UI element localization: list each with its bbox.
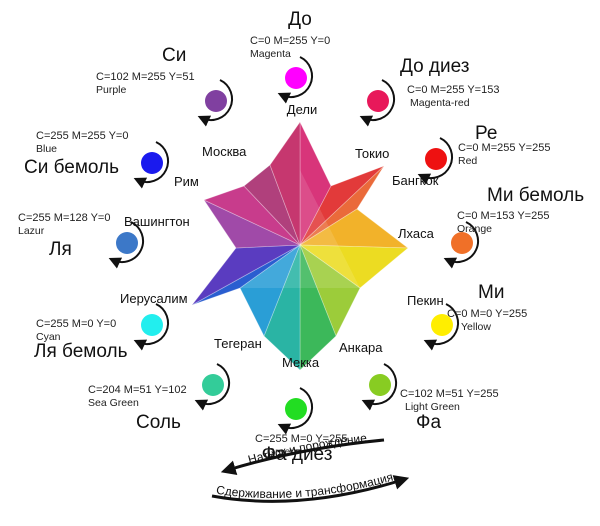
cmy-code: C=255 M=128 Y=0: [18, 212, 110, 224]
city-tegeran: Тегеран: [214, 336, 262, 351]
color-name: Purple: [96, 84, 127, 96]
color-name: Lazur: [18, 225, 45, 237]
city-moskva: Москва: [202, 144, 247, 159]
cmy-code: C=0 M=255 Y=153: [407, 84, 499, 96]
city-pekin: Пекин: [407, 293, 444, 308]
note-label: Фа: [416, 412, 441, 433]
swirl-arrow-icon: [277, 387, 313, 435]
note-label: До диез: [400, 56, 470, 77]
cmy-code: C=102 M=255 Y=51: [96, 71, 195, 83]
color-circle: [116, 232, 138, 254]
color-circle: [141, 152, 163, 174]
city-vashington: Вашингтон: [124, 214, 190, 229]
swirl-arrow-icon: [277, 56, 313, 104]
cmy-code: C=255 M=0 Y=0: [36, 318, 116, 330]
note-label: Ре: [475, 123, 497, 144]
city-mekka: Мекка: [282, 355, 320, 370]
color-circle: [369, 374, 391, 396]
cmy-code: C=255 M=0 Y=255: [255, 433, 347, 445]
color-name: Yellow: [461, 321, 491, 333]
city-bangkok: Бангкок: [392, 173, 439, 188]
color-name: Red: [458, 155, 477, 167]
star-wedge: [269, 120, 301, 246]
note-label: Ля: [49, 239, 72, 260]
color-circle: [202, 374, 224, 396]
note-label: Соль: [136, 412, 181, 433]
color-circle: [141, 314, 163, 336]
note-label: До: [288, 9, 312, 30]
swirl-arrow-icon: [197, 79, 233, 127]
city-lhasa: Лхаса: [398, 226, 435, 241]
swirl-arrow-icon: [133, 141, 169, 189]
color-name: Orange: [457, 223, 492, 235]
note-label: Си: [162, 45, 186, 66]
cmy-code: C=255 M=255 Y=0: [36, 130, 128, 142]
color-circle: [367, 90, 389, 112]
swirl-arrow-icon: [359, 79, 395, 127]
color-circle: [205, 90, 227, 112]
swirl-arrow-icon: [417, 137, 453, 185]
lower-arrow: [211, 475, 410, 503]
swirl-arrow-icon: [443, 221, 479, 269]
color-circle: [425, 148, 447, 170]
color-circle: [431, 314, 453, 336]
note-label: Ля бемоль: [34, 341, 128, 362]
central-star: [191, 120, 410, 371]
swirl-arrow-icon: [423, 303, 459, 351]
note-label: Си бемоль: [24, 157, 119, 178]
note-label: Ми бемоль: [487, 185, 584, 206]
cmy-code: C=0 M=153 Y=255: [457, 210, 549, 222]
bottom-arrows: Натиск и порождение Сдерживание и трансф…: [211, 431, 410, 503]
color-name: Sea Green: [88, 397, 139, 409]
note-label: Ми: [478, 282, 504, 303]
color-name: Magenta: [250, 48, 291, 60]
lower-arrow-label: Сдерживание и трансформация: [215, 470, 394, 501]
cmy-code: C=0 M=0 Y=255: [447, 308, 527, 320]
color-name: Cyan: [36, 331, 61, 343]
cmy-code: C=0 M=255 Y=255: [458, 142, 550, 154]
color-name: Light Green: [405, 401, 460, 413]
upper-arrow: [220, 438, 385, 475]
swirl-arrow-icon: [361, 363, 397, 411]
city-deli: Дели: [287, 102, 317, 117]
swirl-arrow-icon: [108, 221, 144, 269]
swirl-arrow-icon: [194, 363, 230, 411]
city-rim: Рим: [174, 174, 199, 189]
color-name: Blue: [36, 143, 57, 155]
city-tokio: Токио: [355, 146, 389, 161]
color-circle: [451, 232, 473, 254]
swirl-arrow-icon: [133, 303, 169, 351]
color-circle: [285, 67, 307, 89]
cmy-code: C=102 M=51 Y=255: [400, 388, 499, 400]
star-inner-highlight: [240, 170, 360, 288]
cmy-code: C=204 M=51 Y=102: [88, 384, 187, 396]
color-circle: [285, 398, 307, 420]
city-ankara: Анкара: [339, 340, 383, 355]
cmy-code: C=0 M=255 Y=0: [250, 35, 330, 47]
color-name: Magenta-red: [410, 97, 470, 109]
city-ierusalim: Иерусалим: [120, 291, 188, 306]
